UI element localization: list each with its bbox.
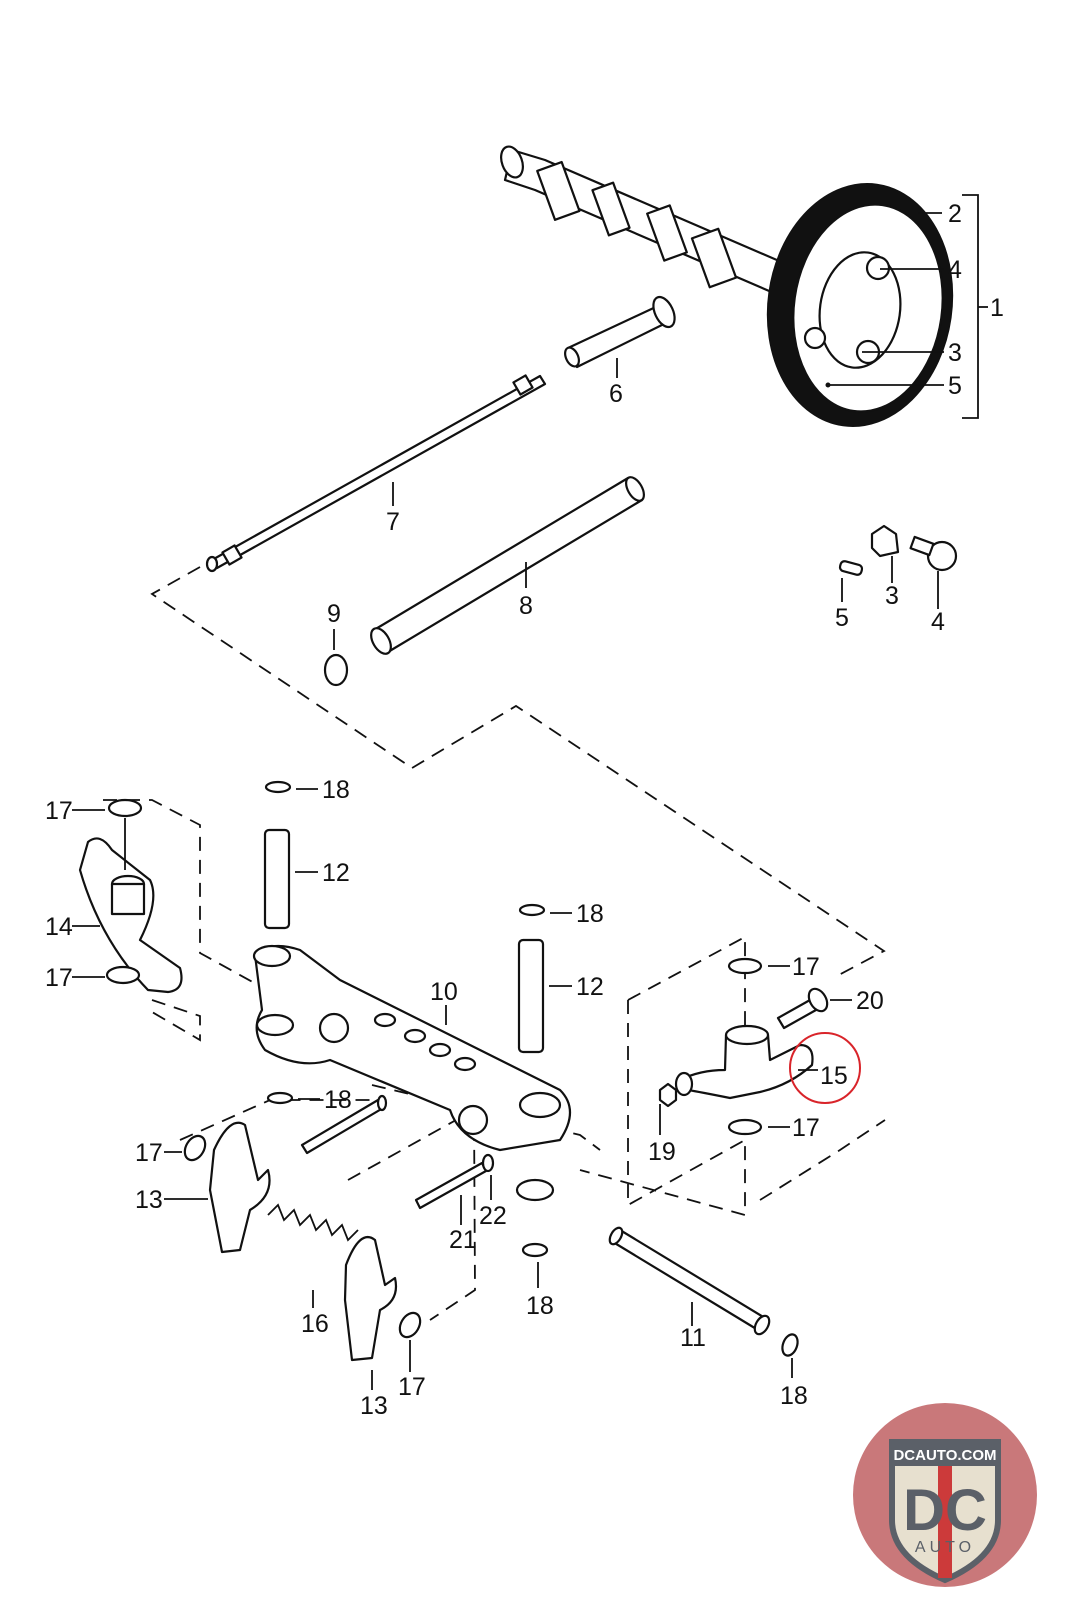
- callout-12: 12: [576, 973, 604, 1001]
- pushrod-tube: [370, 476, 645, 655]
- callout-16: 16: [301, 1310, 329, 1338]
- callout-18: 18: [324, 1086, 352, 1114]
- rocker-arm-14: [78, 837, 183, 994]
- callout-5: 5: [948, 372, 962, 400]
- shield-stripe: [938, 1466, 952, 1578]
- highlight-ring: [789, 1032, 861, 1104]
- callout-17: 17: [45, 797, 73, 825]
- camshaft: [500, 145, 802, 302]
- callout-3: 3: [948, 339, 962, 367]
- adjusting-screw-20: [776, 987, 829, 1030]
- callout-15: 15: [820, 1062, 848, 1090]
- callout-18: 18: [322, 776, 350, 804]
- callout-17: 17: [792, 1114, 820, 1142]
- bolt: [909, 535, 958, 609]
- lock-plate: [870, 524, 900, 583]
- rocker-arm-13: [343, 1235, 398, 1362]
- rocker-arm-13: [208, 1121, 271, 1254]
- callout-9: 9: [327, 600, 341, 628]
- washer-17: [398, 1311, 422, 1339]
- cam-follower: [564, 295, 676, 378]
- callout-12: 12: [322, 859, 350, 887]
- callout-13: 13: [360, 1392, 388, 1420]
- callout-3-loose: 3: [885, 582, 899, 610]
- rocker-support-10: [252, 944, 572, 1202]
- callout-10: 10: [430, 978, 458, 1006]
- badge-top-text: DCAUTO.COM: [893, 1447, 996, 1464]
- callout-21: 21: [449, 1226, 477, 1254]
- circlip-18: [266, 1091, 294, 1105]
- circlip-18: [781, 1333, 799, 1357]
- callout-5-loose: 5: [835, 604, 849, 632]
- woodruff-key: [838, 560, 864, 602]
- callout-6: 6: [609, 380, 623, 408]
- callout-18: 18: [526, 1292, 554, 1320]
- pushrod: [205, 374, 547, 573]
- washer: [376, 1094, 388, 1112]
- callout-18: 18: [780, 1382, 808, 1410]
- callout-1: 1: [990, 294, 1004, 322]
- callout-4-loose: 4: [931, 608, 945, 636]
- callout-17: 17: [135, 1139, 163, 1167]
- nut-19: [658, 1082, 678, 1108]
- washer-17: [727, 1118, 763, 1136]
- circlip-18: [264, 780, 292, 794]
- sealing-ring: [323, 653, 349, 687]
- dcauto-watermark: DCAUTO.COM DC AUTO: [853, 1403, 1037, 1587]
- callout-17: 17: [45, 964, 73, 992]
- camshaft-gear: [766, 183, 954, 427]
- rocker-shaft-11: [608, 1226, 771, 1336]
- callout-4: 4: [948, 256, 962, 284]
- spring-16: [267, 1203, 359, 1242]
- callout-7: 7: [386, 508, 400, 536]
- washer-17: [105, 965, 141, 985]
- badge-logo-text: DC: [903, 1478, 987, 1543]
- washer-17: [727, 957, 763, 975]
- shield-top-band: [892, 1442, 998, 1466]
- callout-17: 17: [398, 1373, 426, 1401]
- bolt-21: [414, 1161, 488, 1210]
- gear-callouts: [830, 194, 988, 419]
- washer-17: [183, 1134, 207, 1162]
- circlip-18: [518, 903, 546, 917]
- badge-bottom-text: AUTO: [915, 1539, 975, 1556]
- callout-11: 11: [680, 1324, 706, 1352]
- rocker-arm-15: [674, 1024, 814, 1100]
- callout-18: 18: [576, 900, 604, 928]
- circlip-18: [521, 1242, 549, 1258]
- callout-17: 17: [792, 953, 820, 981]
- washer-22: [481, 1153, 495, 1173]
- callout-8: 8: [519, 592, 533, 620]
- washer-17: [107, 798, 143, 818]
- callout-22: 22: [479, 1202, 507, 1230]
- callout-19: 19: [648, 1138, 676, 1166]
- callout-20: 20: [856, 987, 884, 1015]
- rocker-pin-12: [517, 938, 545, 1054]
- callout-2: 2: [948, 200, 962, 228]
- rocker-pin-12: [263, 828, 291, 930]
- callout-14: 14: [45, 913, 73, 941]
- callout-13: 13: [135, 1186, 163, 1214]
